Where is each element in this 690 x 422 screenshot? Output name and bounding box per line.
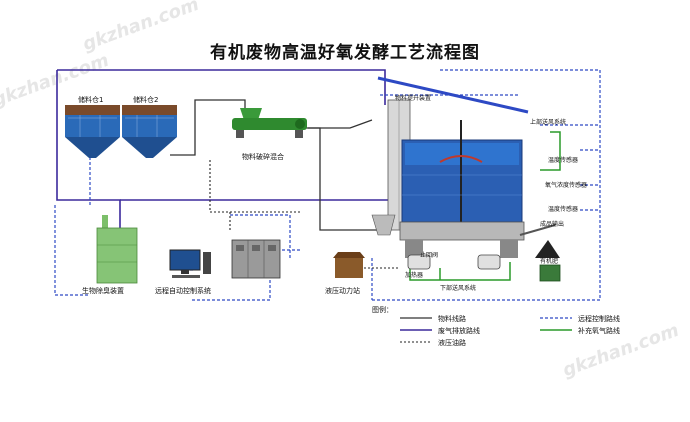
oxygen-lines [409,131,561,281]
deodorizer-label: 生物除臭装置 [82,287,124,295]
lower-fan-left [407,254,431,270]
upper-fan-label: 上部送风系统 [530,119,567,126]
temp-sensor-1-label: 温度传感器 [548,157,579,164]
crusher-label: 物料破碎混合 [242,153,284,161]
hydraulic-station [333,252,365,278]
silo-2 [122,105,177,158]
lift-label: 物料提升装置 [395,95,432,102]
oxygen-sensor-label: 氧气浓度传感器 [545,182,588,189]
lower-fan-label: 下部送风系统 [440,285,477,292]
legend-remote: 远程控制路线 [578,315,620,323]
hydraulic-station-label: 液压动力站 [325,287,360,295]
temp-sensor-2-label: 温度传感器 [548,206,579,213]
legend-oxygen: 补充氧气路线 [578,327,620,335]
exhaust-lines [56,69,420,250]
discharge-conveyor [519,224,560,258]
control-computer [169,249,211,278]
remote-control-label: 远程自动控制系统 [155,287,211,295]
lower-fan-right [477,254,501,270]
remote-control-lines [54,69,601,301]
silo-2-label: 储料仓2 [133,96,159,104]
silo-1-label: 储料仓1 [78,96,104,104]
fermentation-tank [399,120,525,258]
fertilizer-bag [539,264,561,282]
silo-1 [65,105,120,158]
stop-valve-label: 止回阀 [420,252,439,259]
legend-hydraulic: 液压油路 [438,339,466,347]
legend-lines [400,317,572,343]
legend-material: 物料线路 [438,315,466,323]
legend-heading: 图例： [372,306,393,314]
discharge-label: 成品输出 [540,221,565,228]
diagram-title: 有机废物高温好氧发酵工艺流程图 [210,43,480,63]
legend-exhaust: 废气排放路线 [438,327,480,335]
crusher-machine [232,108,307,138]
material-lines [170,99,385,231]
deodorizer-tower [96,215,138,284]
organic-fertilizer-label: 有机肥 [540,258,559,265]
heater-label: 加热器 [405,272,424,279]
control-cabinet [231,239,281,279]
